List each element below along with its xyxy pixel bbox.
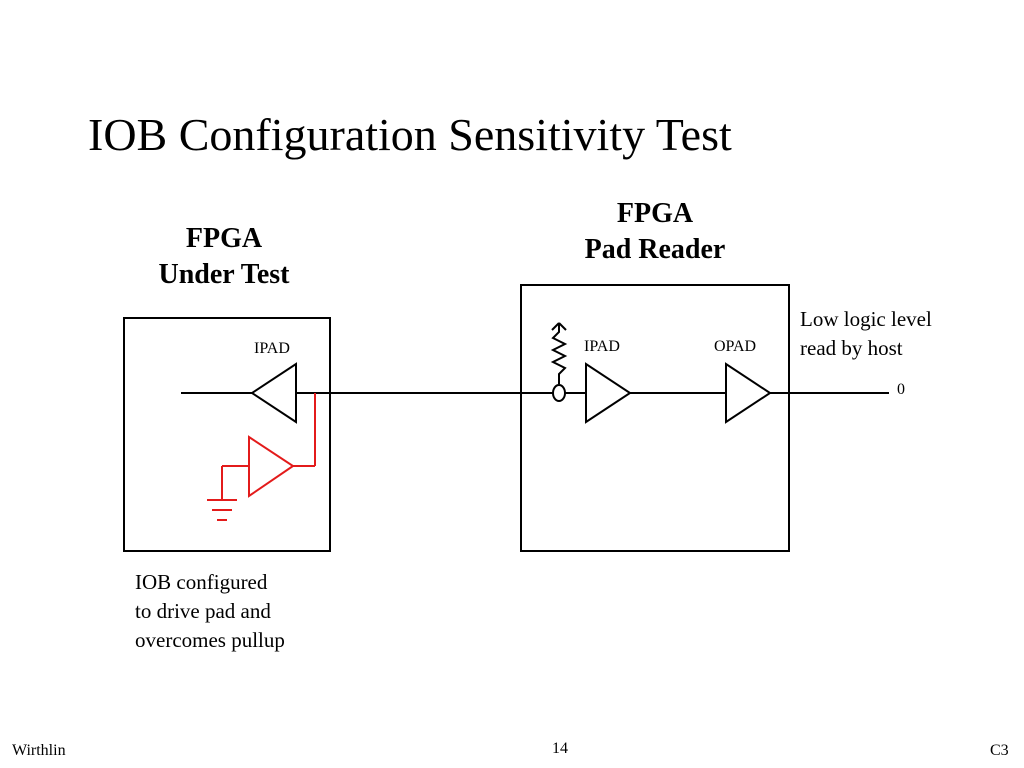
fpga-under-test-box [123, 317, 331, 552]
footer-author: Wirthlin [12, 742, 66, 759]
footer-course: C3 [990, 742, 1009, 759]
under-test-title-line1: FPGA [185, 223, 263, 254]
pad-reader-title-line1: FPGA [616, 198, 694, 229]
annotation-line1: Low logic level [800, 307, 932, 331]
fpga-pad-reader-box [520, 284, 790, 552]
annotation-line2: read by host [800, 336, 903, 360]
pad-reader-title: FPGA Pad Reader [555, 196, 755, 268]
iob-note-line1: IOB configured [135, 570, 268, 594]
ipad-buffer-under-test [250, 362, 297, 424]
low-logic-annotation: Low logic level read by host [800, 305, 932, 363]
output-driver-highlight [207, 393, 316, 521]
page-number: 14 [552, 740, 568, 757]
opad-label: OPAD [714, 338, 757, 355]
output-value: 0 [897, 381, 905, 398]
iob-note-line3: overcomes pullup [135, 628, 285, 652]
under-test-title-line2: Under Test [158, 259, 290, 290]
iob-note-line2: to drive pad and [135, 599, 271, 623]
pullup-resistor [550, 322, 568, 402]
opad-buffer [725, 362, 772, 424]
ipad-label-pad-reader: IPAD [584, 338, 620, 355]
iob-note: IOB configured to drive pad and overcome… [135, 568, 285, 655]
slide-title: IOB Configuration Sensitivity Test [88, 109, 732, 160]
under-test-title: FPGA Under Test [124, 221, 324, 293]
ipad-buffer-pad-reader [585, 362, 632, 424]
ipad-label-under-test: IPAD [254, 340, 290, 357]
pad-reader-title-line2: Pad Reader [584, 234, 726, 265]
